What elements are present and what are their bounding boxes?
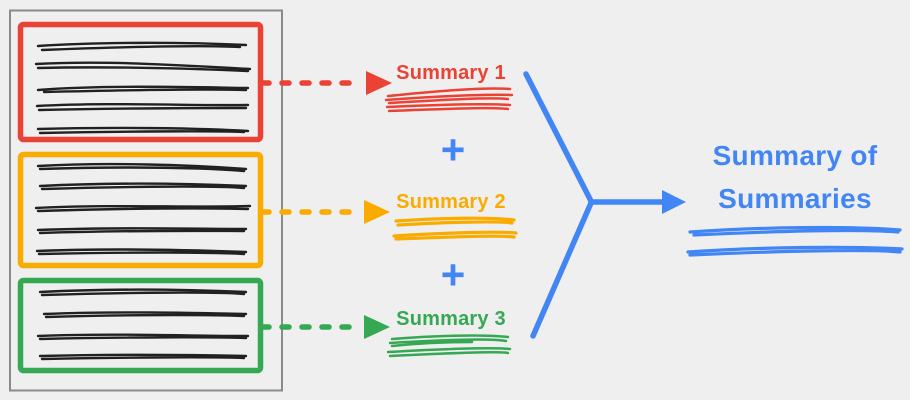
arrowhead-icon [364,200,390,224]
summary1-label: Summary 1 [396,62,506,84]
result-scribble [686,225,904,257]
text-scribble-line [36,41,248,52]
merge-bracket-top [523,71,594,204]
text-scribble-line [36,162,248,173]
scribble-stroke [386,346,512,358]
arrow-section3-to-summary3 [259,315,390,339]
text-scribble-line [35,102,250,112]
arrowhead-icon [366,71,392,95]
scribble-stroke [392,230,518,241]
text-scribble-line [35,248,248,256]
arrow-section1-to-summary1 [259,71,392,95]
document-section-3 [17,277,264,374]
text-scribble-line [36,126,250,135]
merge-arrow [523,71,686,339]
document-outline [9,9,283,392]
scribble-stroke [394,216,516,227]
summary3-scribble [386,334,512,358]
arrowhead-icon [364,315,390,339]
summary2-label: Summary 2 [396,191,506,213]
text-scribble-line [38,288,248,297]
document-section-2 [17,151,264,269]
summary2-scribble [392,216,518,241]
result-title-line1: Summary of [712,140,878,171]
text-scribble-line [36,333,250,341]
scribble-stroke [686,245,904,257]
summary3-label: Summary 3 [396,308,506,330]
summary1-scribble [384,87,514,113]
scribble-stroke [688,225,902,237]
text-scribble-line [34,204,252,213]
scribble-stroke [385,102,512,113]
text-scribble-line [42,311,248,319]
text-scribble-line [38,182,248,191]
document-section-1 [17,21,264,143]
scribble-stroke [388,334,510,348]
arrowhead-icon [662,190,686,214]
text-scribble-line [34,61,252,73]
merge-bracket-bottom [530,200,594,339]
arrow-section2-to-summary2 [259,200,390,224]
text-scribble-line [36,227,248,235]
text-scribble-line [36,85,250,94]
plus-operator-2: + [440,251,466,298]
result-title: Summary of Summaries [686,134,904,220]
scribble-stroke [384,87,514,105]
text-scribble-line [38,353,248,361]
plus-operator-1: + [440,126,466,173]
result-title-line2: Summaries [718,183,872,214]
